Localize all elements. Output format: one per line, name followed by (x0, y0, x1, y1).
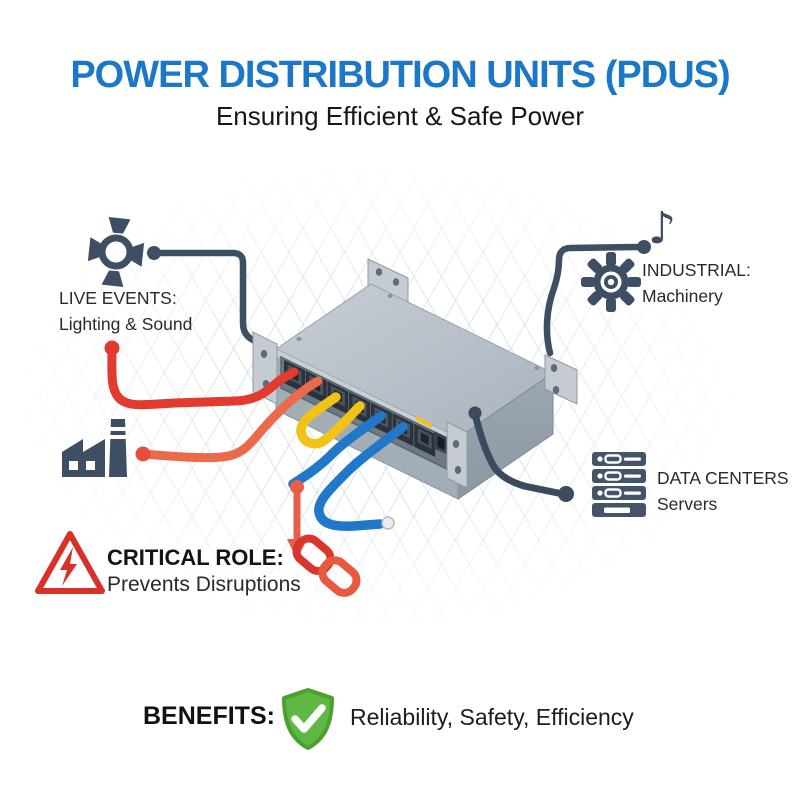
pdu-front-right-ear (446, 421, 468, 489)
data-centers-title: DATA CENTERS (657, 468, 789, 488)
blue-cable-2 (314, 422, 408, 531)
red-cable (107, 343, 299, 410)
factory-icon (60, 415, 134, 478)
critical-role-subtitle: Prevents Disruptions (107, 573, 301, 596)
gear-icon (581, 252, 641, 312)
page-title: POWER DISTRIBUTION UNITS (PDUS) (70, 54, 730, 96)
blue-cable-1 (288, 411, 386, 489)
connector-line-data-centers (468, 406, 574, 502)
critical-role-title: CRITICAL ROLE: (107, 545, 284, 570)
data-centers-label: DATA CENTERS Servers (657, 465, 789, 517)
benefits-label: BENEFITS: (143, 702, 275, 730)
music-note-icon: ♪ (648, 203, 677, 254)
live-events-label: LIVE EVENTS: Lighting & Sound (59, 285, 192, 337)
connector-line-industrial (543, 240, 651, 357)
warning-triangle-icon (33, 527, 107, 601)
connector-line-live-events (147, 246, 268, 351)
critical-role-label: CRITICAL ROLE: Prevents Disruptions (107, 544, 301, 598)
page-subtitle: Ensuring Efficient & Safe Power (215, 101, 585, 131)
server-rack-icon (592, 452, 648, 520)
benefits-text: Reliability, Safety, Efficiency (350, 704, 634, 730)
port (414, 423, 436, 457)
red-cable-origin-dot (104, 340, 120, 356)
industrial-title: INDUSTRIAL: (642, 260, 751, 280)
orange-cable-origin-dot (135, 446, 151, 462)
shield-check-icon (278, 687, 338, 751)
pdu-rear-right-ear (544, 354, 578, 405)
blue-cable-connector-tip (381, 516, 395, 530)
data-centers-subtitle: Servers (657, 494, 718, 514)
live-events-subtitle: Lighting & Sound (59, 314, 193, 334)
industrial-label: INDUSTRIAL: Machinery (642, 257, 751, 309)
chain-link-icon (282, 526, 374, 610)
status-led (416, 416, 432, 428)
stage-light-icon (86, 214, 150, 290)
live-events-title: LIVE EVENTS: (59, 288, 177, 308)
yellow-cable (296, 392, 365, 449)
orange-cable (138, 376, 323, 463)
chassis-screws (296, 294, 540, 370)
small-port (434, 431, 448, 455)
industrial-subtitle: Machinery (642, 286, 723, 306)
